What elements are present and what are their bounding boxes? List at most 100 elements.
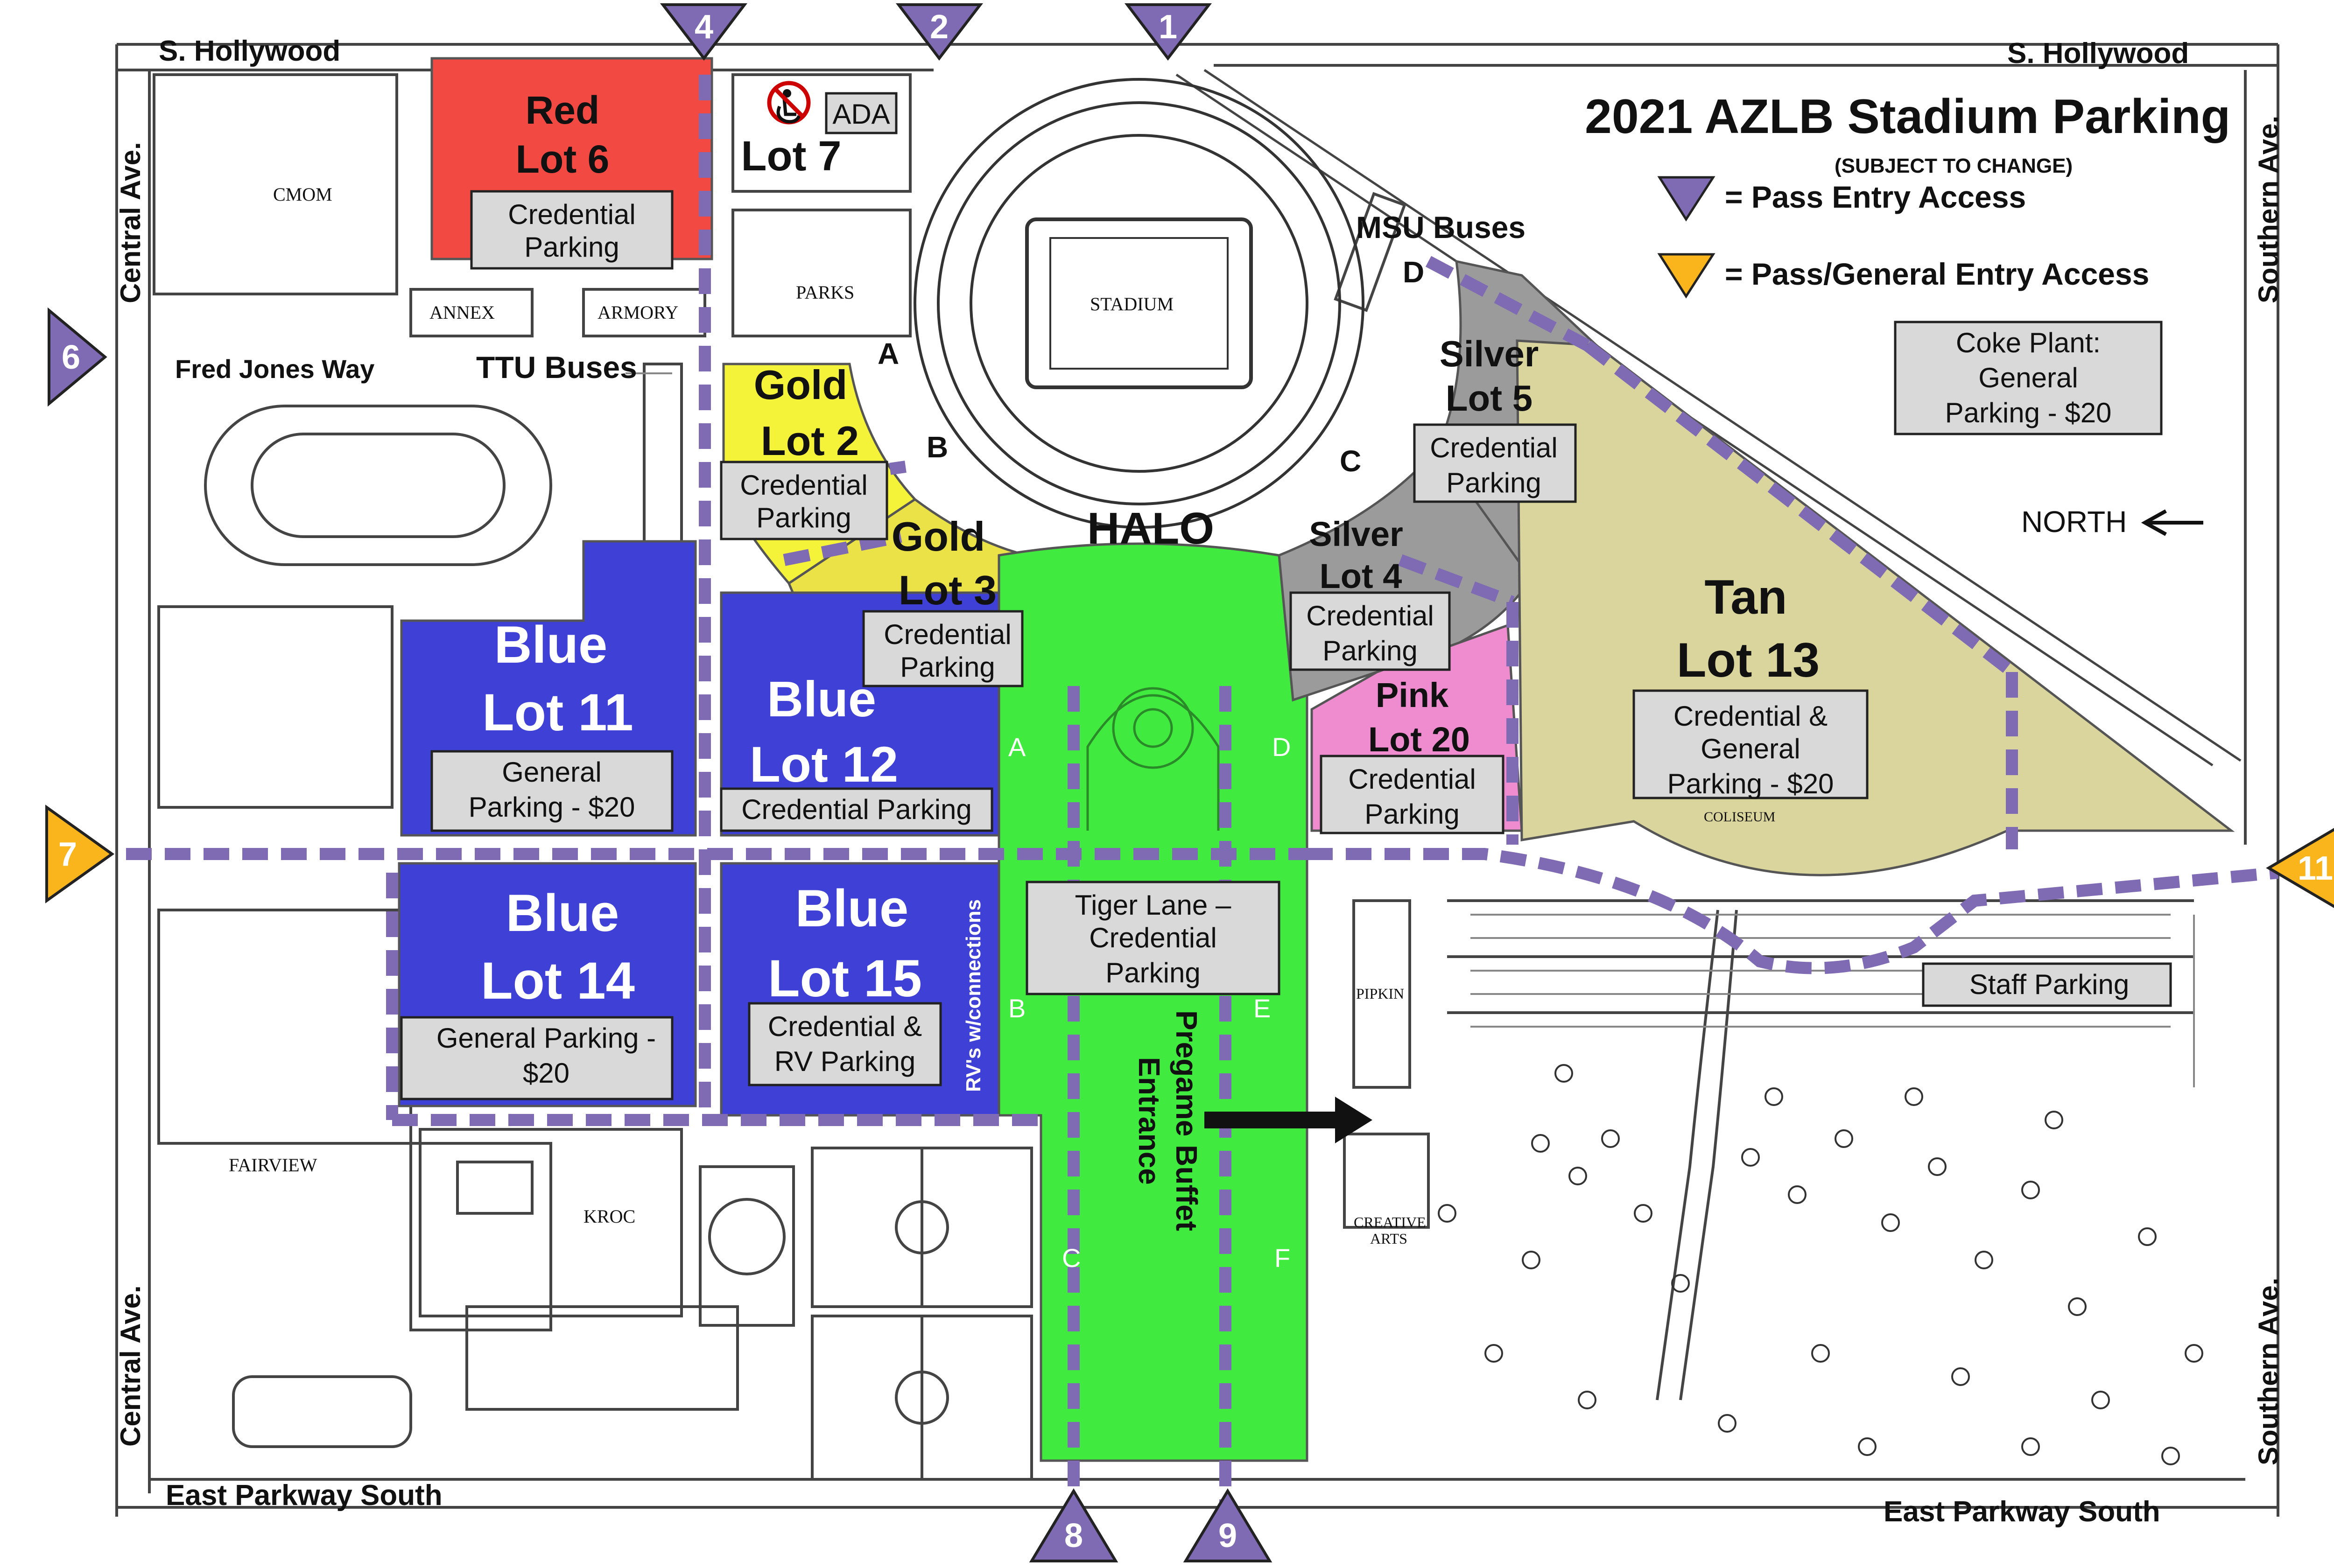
building-stadium: STADIUM <box>1090 294 1174 315</box>
lane-letters: A D B E C F <box>1008 732 1291 1273</box>
lot-blue14-line1: Blue <box>506 884 619 942</box>
silver5-box-line2: Parking <box>1446 467 1541 498</box>
pink20-box-line2: Parking <box>1364 798 1459 830</box>
halo-label: HALO <box>1087 504 1214 553</box>
lot-7-title: Lot 7 <box>741 133 842 180</box>
street-southern-top: Southern Ave. <box>2253 116 2284 303</box>
entry-numbers: 4 2 1 6 7 8 9 11 <box>58 8 2333 1554</box>
entry-2-label: 2 <box>930 8 949 46</box>
tiger-credential-line1: Tiger Lane – <box>1075 889 1231 921</box>
building-kroc: KROC <box>584 1206 635 1227</box>
street-parkway-left: East Parkway South <box>166 1479 443 1512</box>
building-pipkin: PIPKIN <box>1356 985 1404 1002</box>
lot-blue15-line2: Lot 15 <box>768 949 922 1008</box>
tiger-credential-line2: Credential <box>1089 922 1217 953</box>
entry-8-icon <box>1029 1488 1118 1562</box>
gate-letters: A B C D <box>878 255 1424 478</box>
stadium <box>914 78 1364 529</box>
tan13-box-line3: Parking - $20 <box>1667 768 1834 799</box>
lot-pink20-line1: Pink <box>1376 676 1449 714</box>
building-annex: ANNEX <box>429 302 495 323</box>
street-parkway-right: East Parkway South <box>1884 1496 2160 1528</box>
entry-7-icon <box>45 805 115 903</box>
lot-gold2-line2: Lot 2 <box>761 418 859 464</box>
lot-red6-line1: Red <box>526 88 600 132</box>
entry-11-label: 11 <box>2298 850 2333 887</box>
legend-general-entry: = Pass/General Entry Access <box>1725 257 2149 291</box>
gold2-box-line1: Credential <box>740 469 868 501</box>
street-southern-bottom: Southern Ave. <box>2253 1278 2284 1465</box>
legend-general-entry-icon <box>1657 253 1715 299</box>
lot-blue14-line2: Lot 14 <box>481 952 635 1010</box>
coke-line2: General <box>1978 362 2078 393</box>
label-boxes <box>400 92 2172 1100</box>
trees <box>1438 1064 2203 1465</box>
pregame-arrow <box>1204 1097 1372 1143</box>
blue15-box-line2: RV Parking <box>774 1046 915 1077</box>
lot-tan13-line1: Tan <box>1704 570 1787 624</box>
gate-letter-b: B <box>927 430 948 464</box>
msu-buses-label: MSU Buses <box>1356 210 1526 245</box>
north-label: NORTH <box>2021 505 2127 539</box>
lot-silver4-line2: Lot 4 <box>1320 557 1402 595</box>
lot-gold3-line1: Gold <box>892 513 985 560</box>
building-armory: ARMORY <box>598 302 678 323</box>
box-labels: Credential Parking Credential Parking Cr… <box>436 199 2129 1089</box>
building-creative: CREATIVE <box>1354 1214 1426 1231</box>
gold3-box-line1: Credential <box>884 619 1012 650</box>
building-arts: ARTS <box>1370 1230 1407 1247</box>
lot-blue11-line1: Blue <box>494 616 608 674</box>
lot-blue11-line2: Lot 11 <box>482 683 633 742</box>
lot-titles: Red Lot 6 Lot 7 ADA Gold Lot 2 Gold Lot … <box>481 88 1820 1092</box>
building-coliseum: COLISEUM <box>1704 809 1775 825</box>
entry-9-label: 9 <box>1218 1517 1237 1554</box>
lot-silver4-line1: Silver <box>1309 515 1403 553</box>
lot-pink20-line2: Lot 20 <box>1368 720 1470 759</box>
tiger-credential-line3: Parking <box>1105 957 1200 988</box>
entry-11-icon <box>2266 828 2334 908</box>
gold2-box-line2: Parking <box>756 502 851 533</box>
lot-blue15-line1: Blue <box>795 879 909 938</box>
lot-gold2-line1: Gold <box>754 362 847 408</box>
entry-markers <box>45 3 2334 1562</box>
blue11-box-line2: Parking - $20 <box>469 791 635 823</box>
silver4-box-line2: Parking <box>1322 635 1417 666</box>
blue14-box-line1: General Parking - <box>436 1022 656 1054</box>
tan13-box-line2: General <box>1701 733 1800 764</box>
entry-2-icon <box>895 3 984 61</box>
ada-label: ADA <box>832 98 890 130</box>
blue12-box-line1: Credential Parking <box>741 794 972 825</box>
gate-letter-d: D <box>1403 255 1424 289</box>
red6-box-line1: Credential <box>508 199 636 230</box>
coke-line1: Coke Plant: <box>1956 327 2101 358</box>
street-central-top: Central Ave. <box>115 142 146 303</box>
lane-letter-d: D <box>1272 732 1291 762</box>
blue11-box-line1: General <box>502 756 601 788</box>
lot-silver5-line1: Silver <box>1440 333 1539 374</box>
silver5-box-line1: Credential <box>1430 432 1558 463</box>
lot-blue12-line1: Blue <box>767 671 876 727</box>
blue14-box-line2: $20 <box>523 1057 569 1089</box>
building-parks: PARKS <box>796 282 854 303</box>
ada-icon <box>767 81 811 125</box>
entry-1-label: 1 <box>1159 8 1177 46</box>
building-cmom: CMOM <box>273 184 332 205</box>
header: 2021 AZLB Stadium Parking (SUBJECT TO CH… <box>1585 90 2230 539</box>
street-fred-jones: Fred Jones Way <box>175 354 374 384</box>
entry-4-label: 4 <box>695 8 713 46</box>
red6-box-line2: Parking <box>524 231 619 263</box>
gate-letter-a: A <box>878 337 899 371</box>
lot-gold3-line2: Lot 3 <box>899 567 997 613</box>
page-title: 2021 AZLB Stadium Parking <box>1585 90 2230 144</box>
gate-letter-c: C <box>1340 444 1361 478</box>
street-hollywood-right: S. Hollywood <box>2007 37 2189 70</box>
lane-letter-c: C <box>1062 1243 1081 1273</box>
entry-6-label: 6 <box>62 339 80 376</box>
rv-connections-label: RV's w/connections <box>962 899 985 1092</box>
lane-letter-e: E <box>1253 994 1271 1023</box>
legend-pass-entry-icon <box>1657 176 1715 222</box>
lot-blue12-line2: Lot 12 <box>750 736 898 792</box>
lane-letter-a: A <box>1008 732 1026 762</box>
entry-1-icon <box>1124 3 1212 61</box>
